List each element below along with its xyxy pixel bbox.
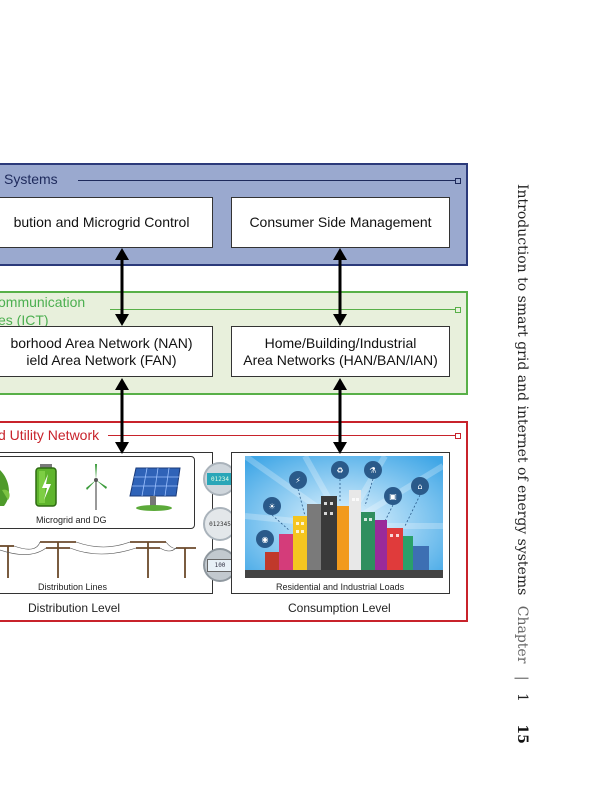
utility-band-title: d Utility Network — [0, 427, 100, 443]
svg-text:⚗: ⚗ — [369, 466, 376, 475]
distribution-lines-illustration — [0, 541, 196, 578]
ict-title-line2: es (ICT) — [0, 312, 49, 328]
consumer-side-management-box: Consumer Side Management — [231, 197, 450, 248]
running-header-chapter: Chapter — [514, 605, 530, 664]
plant-icon — [0, 470, 10, 506]
microgrid-control-label: bution and Microgrid Control — [13, 214, 190, 231]
microgrid-caption: Microgrid and DG — [36, 515, 107, 525]
right-double-arrow — [333, 248, 347, 454]
nan-fan-box: borhood Area Network (NAN) ield Area Net… — [0, 326, 213, 377]
han-ban-ian-box: Home/Building/Industrial Area Networks (… — [231, 326, 450, 377]
ict-title-line1: ommunication — [0, 294, 86, 310]
ict-band-title: ommunication es (ICT) — [0, 293, 85, 329]
nan-label: borhood Area Network (NAN) — [10, 334, 193, 351]
running-header: Introduction to smart grid and internet … — [510, 184, 530, 744]
left-double-arrow — [115, 248, 129, 454]
running-header-title: Introduction to smart grid and internet … — [514, 184, 530, 596]
utility-band-rule — [108, 433, 461, 439]
meter-readout-2: 012345 — [209, 520, 231, 528]
page-number: 15 — [514, 724, 530, 744]
wind-turbine-icon — [86, 464, 107, 510]
svg-text:⌂: ⌂ — [417, 482, 422, 491]
svg-text:▣: ▣ — [389, 492, 397, 501]
consumer-side-management-label: Consumer Side Management — [249, 214, 432, 231]
meter-readout-1: 01234 — [207, 473, 233, 485]
distribution-level-label: Distribution Level — [28, 601, 121, 615]
svg-text:♻: ♻ — [336, 466, 343, 475]
consumption-level-label: Consumption Level — [288, 601, 391, 615]
microgrid-control-box: bution and Microgrid Control — [0, 197, 213, 248]
solar-panel-icon — [129, 467, 181, 511]
running-header-separator: | — [514, 675, 530, 681]
running-header-chapter-number: 1 — [514, 693, 530, 702]
battery-icon — [35, 464, 57, 507]
svg-text:☀: ☀ — [268, 502, 275, 511]
distribution-lines-caption: Distribution Lines — [38, 582, 108, 592]
meter-readout-3: 100 — [207, 558, 233, 572]
city-loads-illustration: ⚡ ♻ ⚗ ⌂ ▣ ☀ ◉ — [245, 456, 443, 578]
ict-band-rule — [110, 307, 461, 313]
systems-band-title: Systems — [4, 171, 58, 187]
svg-text:◉: ◉ — [262, 535, 269, 544]
ban-ian-label: Area Networks (HAN/BAN/IAN) — [243, 351, 438, 368]
systems-band-rule — [78, 178, 461, 184]
microgrid-illustration — [0, 464, 181, 511]
fan-label: ield Area Network (FAN) — [26, 351, 177, 368]
han-label: Home/Building/Industrial — [264, 334, 417, 351]
iot-icons — [256, 461, 429, 548]
loads-caption: Residential and Industrial Loads — [276, 582, 405, 592]
svg-text:⚡: ⚡ — [295, 476, 301, 485]
